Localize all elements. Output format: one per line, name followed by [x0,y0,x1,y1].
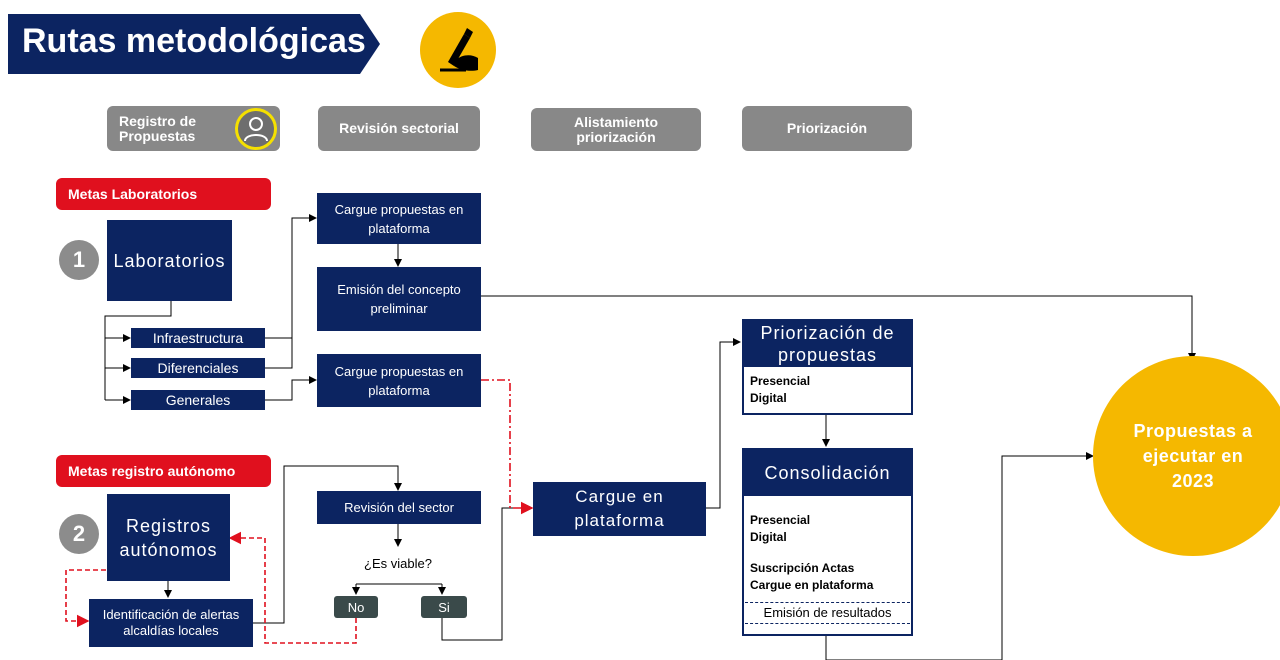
infraestructura-node: Infraestructura [131,328,265,348]
phase-label: Registro de Propuestas [119,112,197,144]
es-viable-question: ¿Es viable? [364,555,432,571]
consolidacion-item: Suscripción Actas [750,561,855,575]
generales-node: Generales [131,390,265,410]
meta-registro-autonomo-tag: Metas registro autónomo [56,455,271,487]
no-decision: No [334,596,378,618]
emision-resultados-node: Emisión de resultados [745,602,910,624]
phase-label: Revisión sectorial [339,120,459,136]
consolidacion-panel: Consolidación Presencial Digital Suscrip… [742,448,913,636]
si-decision: Si [421,596,467,618]
cargue-propuestas-node-1: Cargue propuestas en plataforma [317,193,481,244]
cargue-propuestas-node-2: Cargue propuestas en plataforma [317,354,481,407]
priorizacion-item: Digital [750,391,787,405]
priorizacion-panel: Priorización de propuestas Presencial Di… [742,319,913,415]
step-one-badge: 1 [59,240,99,280]
hand-writing-icon [420,12,496,88]
meta-laboratorios-tag: Metas Laboratorios [56,178,271,210]
phase-label: Priorización [786,120,868,136]
phase-revision-sectorial: Revisión sectorial [318,106,480,151]
consolidacion-item: Digital [750,530,787,544]
resultado-label: Propuestas a ejecutar en 2023 [1133,420,1253,491]
cargue-en-plataforma-node: Cargue en plataforma [533,482,706,536]
revision-sector-node: Revisión del sector [317,491,481,524]
step-two-badge: 2 [59,514,99,554]
priorizacion-item: Presencial [750,374,811,388]
title-banner [8,14,380,74]
emision-concepto-node: Emisión del concepto preliminar [317,267,481,331]
propuestas-ejecutar-circle: Propuestas a ejecutar en 2023 [1093,356,1280,556]
page-title: Rutas metodológicas [22,22,366,60]
consolidacion-item: Cargue en plataforma [750,578,874,592]
consolidacion-title: Consolidación [744,450,911,496]
priorizacion-title: Priorización de propuestas [744,321,911,367]
phase-label: Alistamiento priorización [573,113,658,145]
phase-priorizacion: Priorización [742,106,912,151]
phase-alistamiento: Alistamiento priorización [531,108,701,151]
laboratorios-node: Laboratorios [107,220,232,301]
consolidacion-item: Presencial [750,513,811,527]
identificacion-alertas-node: Identificación de alertas alcaldías loca… [89,599,253,647]
user-icon [235,108,277,150]
registros-autonomos-node: Registros autónomos [107,494,230,581]
diferenciales-node: Diferenciales [131,358,265,378]
